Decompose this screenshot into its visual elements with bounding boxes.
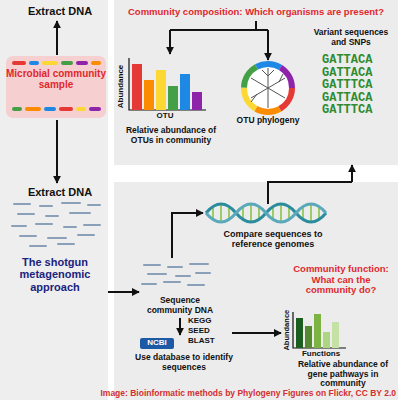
- sequence-text: GATTTCA: [322, 79, 382, 92]
- tree-ring: [244, 64, 292, 112]
- chart-bar: [296, 318, 303, 348]
- label-text: SEED: [188, 327, 228, 336]
- chart-bar: [305, 326, 312, 348]
- phylogeny-circle: [243, 63, 293, 113]
- dna-fragment: [12, 203, 100, 246]
- chart-bar: [314, 314, 321, 348]
- sequence-dash: [29, 61, 39, 65]
- helix-strand: [206, 204, 326, 222]
- node-text: Community function: What can the communi…: [286, 264, 396, 296]
- label-text: Sequence community DNA: [140, 296, 220, 315]
- tree-branch: [251, 68, 285, 108]
- label-text: Abundance: [117, 61, 126, 111]
- dna-fragments: [12, 203, 210, 285]
- chart-bar: [180, 74, 190, 110]
- sequence-text: GATTTCA: [322, 104, 382, 117]
- sample-sequences: [12, 61, 101, 111]
- dna-helix: [206, 203, 326, 223]
- label-text: OTU phylogeny: [232, 116, 304, 126]
- chart-axis: [293, 312, 346, 348]
- chart-bar: [144, 80, 154, 110]
- label-text: Abundance: [283, 307, 291, 353]
- label-text: The shotgun metagenomic approach: [2, 256, 108, 293]
- tree-ring: [244, 64, 292, 112]
- sequence-text: GATTACA: [322, 54, 382, 67]
- sequence-dash: [76, 61, 88, 65]
- flow-arrow: [232, 332, 281, 334]
- helix-strand: [206, 204, 326, 222]
- flow-line: [268, 182, 352, 204]
- sequence-text: GATTACA: [322, 67, 382, 80]
- flow-arrows: [57, 21, 352, 335]
- chart-bar: [156, 70, 166, 110]
- label-text: Relative abundance of OTUs in community: [118, 126, 224, 145]
- chart-bar: [332, 322, 339, 348]
- node-text: Community composition: Which organisms a…: [116, 7, 396, 18]
- logo-text: NCBI: [140, 338, 174, 349]
- label-text: BLAST: [188, 337, 228, 346]
- flow-arrow: [108, 291, 139, 293]
- sequence-dash: [12, 61, 26, 65]
- otu-bar-chart: [129, 58, 206, 110]
- helix-rung: [213, 203, 319, 223]
- tree-ring: [244, 64, 292, 112]
- sequence-dash: [44, 107, 56, 111]
- sequence-dash: [59, 107, 73, 111]
- chart-bar: [132, 64, 142, 110]
- sequence-dash: [89, 107, 101, 111]
- tree-ring: [244, 64, 292, 112]
- flow-arrow: [267, 30, 269, 60]
- caption-text: Image: Bioinformatic methods by Phylogen…: [20, 389, 396, 399]
- tree-bg: [243, 63, 293, 113]
- label-text: OTU: [140, 112, 190, 121]
- chart-axis: [129, 58, 206, 110]
- edge-layer: [352, 165, 353, 182]
- sequence-text: GATTACA: [322, 92, 382, 105]
- chart-bar: [168, 86, 178, 110]
- function-bar-chart: [293, 312, 346, 348]
- sequence-dash: [42, 61, 58, 65]
- label-text: Functions: [296, 350, 346, 359]
- sequence-dash: [12, 107, 22, 111]
- tree-ring: [244, 64, 292, 112]
- label-text: Variant sequences and SNPs: [306, 28, 396, 47]
- sequence-dash: [76, 107, 86, 111]
- sequence-dash: [61, 61, 73, 65]
- flow-arrow: [56, 21, 58, 55]
- label-text: KEGG: [188, 317, 228, 326]
- label-text: Extract DNA: [22, 186, 98, 198]
- label-text: Extract DNA: [22, 5, 98, 17]
- sequence-dash: [25, 107, 41, 111]
- flow-connector: [351, 165, 353, 182]
- chart-bar: [323, 332, 330, 348]
- flow-arrow: [56, 120, 58, 183]
- label-text: Use database to identify sequences: [134, 353, 234, 372]
- dna-fragment: [142, 264, 210, 285]
- chart-bar: [192, 92, 202, 110]
- flow-arrow: [169, 30, 171, 54]
- node-text: Microbial community sample: [6, 68, 106, 90]
- bracket-line: [170, 21, 268, 30]
- composition-bracket: [170, 21, 268, 60]
- flow-arrow: [172, 213, 203, 258]
- sequence-dash: [91, 61, 101, 65]
- tree-ring: [244, 64, 292, 112]
- label-text: Compare sequences to reference genomes: [212, 229, 334, 249]
- sample-box: Microbial community sample: [6, 56, 106, 118]
- flow-arrow: [179, 318, 181, 335]
- label-text: Relative abundance of gene pathways in c…: [288, 360, 398, 389]
